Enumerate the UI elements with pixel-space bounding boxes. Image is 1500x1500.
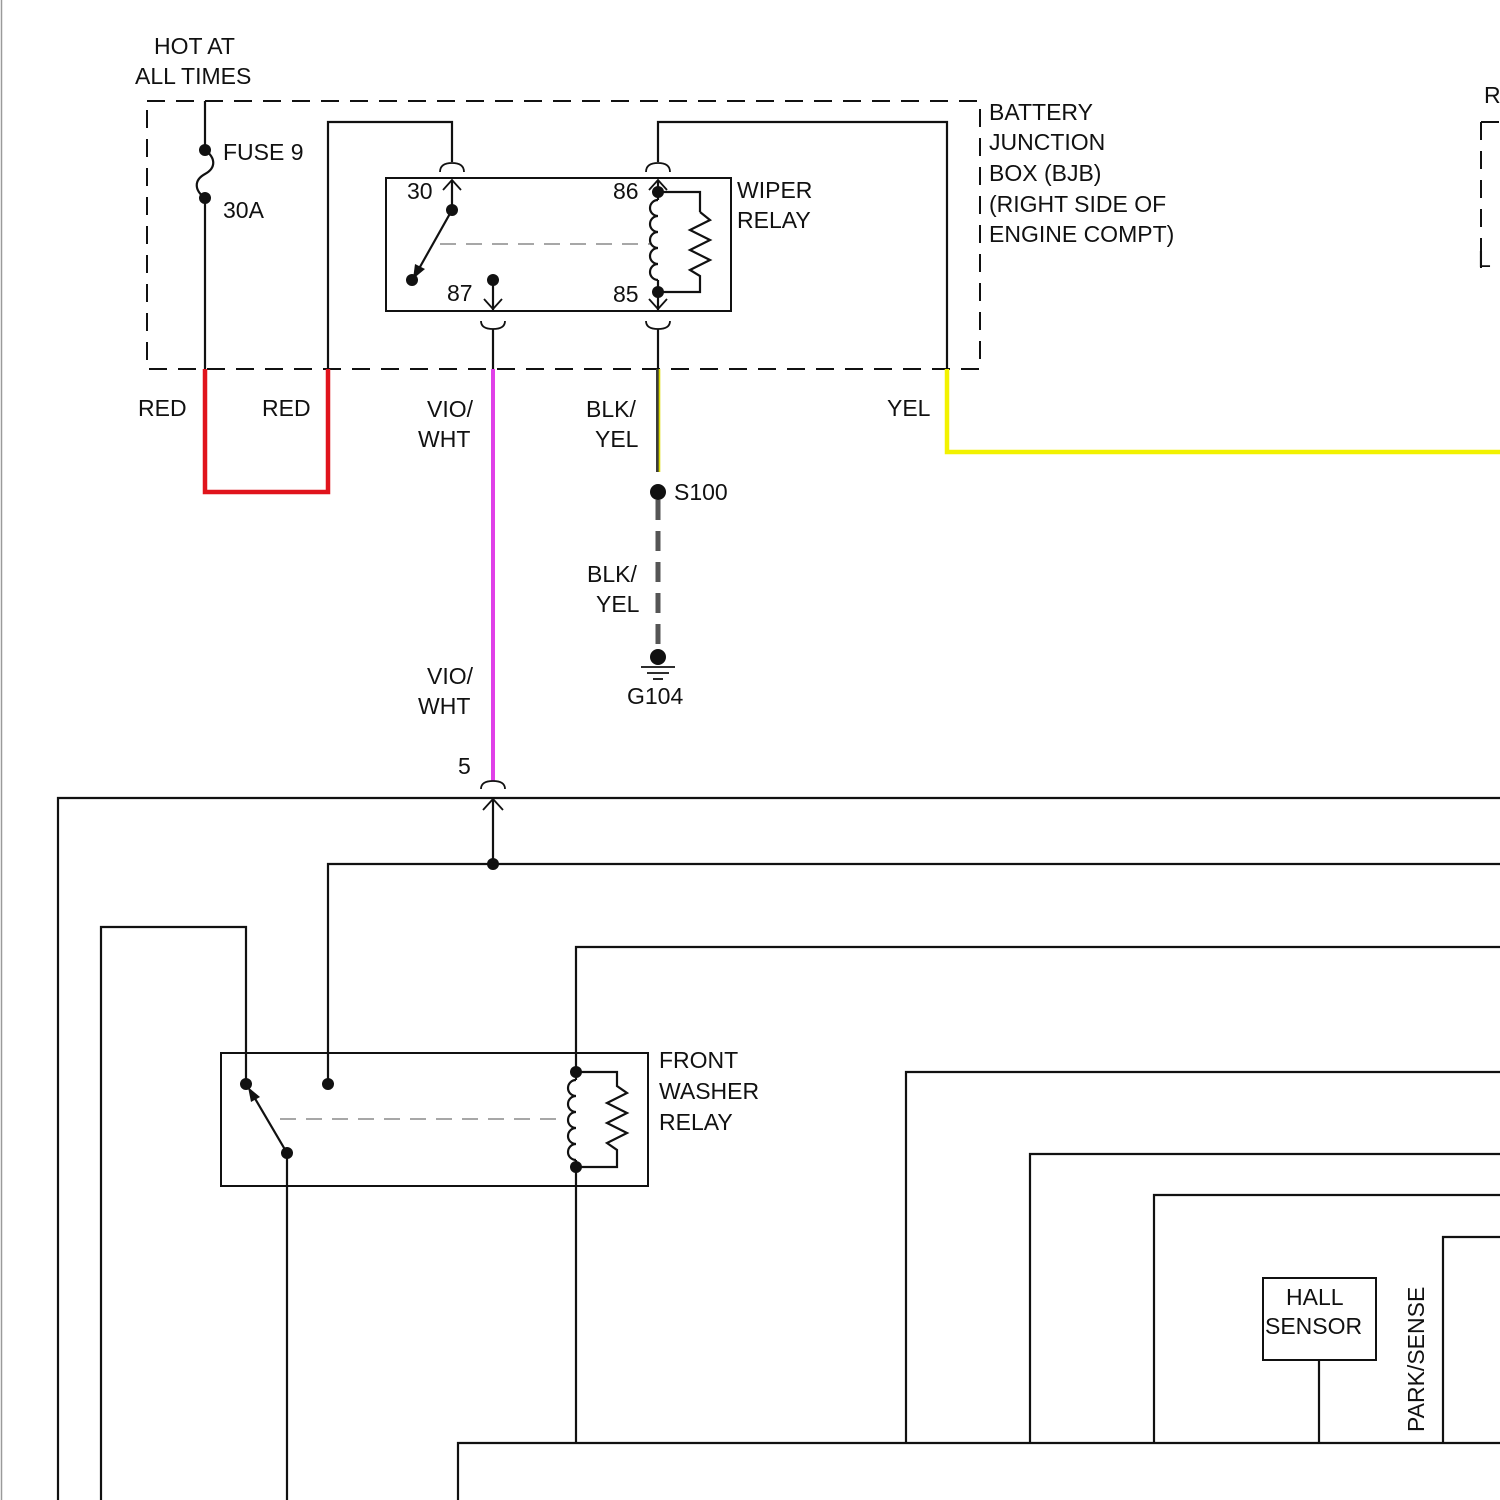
internal-feed-wire — [328, 864, 1500, 1084]
park-sense-label: PARK/SENSE — [1403, 1287, 1429, 1432]
blk-wire-label-top-line1: BLK/ — [586, 396, 636, 422]
bjb-label-line4: (RIGHT SIDE OF — [989, 191, 1166, 217]
module-outline — [58, 798, 1500, 1500]
washer-switch-contact-no — [322, 1078, 334, 1090]
splice-s100-dot — [650, 484, 666, 500]
blk-wire-label-top-line2: YEL — [595, 426, 639, 452]
pin87-connector-icon — [481, 321, 505, 329]
red-jumper-wire — [205, 369, 328, 492]
pin-85-label: 85 — [613, 281, 639, 307]
coil-resistor-wire — [658, 192, 700, 212]
washer-switch-contact-nc — [240, 1078, 252, 1090]
washer-relay-label-line2: WASHER — [659, 1078, 759, 1104]
coil-resistor-icon — [658, 212, 710, 292]
washer-switch-wire — [101, 927, 246, 1500]
vio-wire-label-bottom-line2: WHT — [418, 693, 470, 719]
ground-g104-label: G104 — [627, 683, 683, 709]
bjb-label-line3: BOX (BJB) — [989, 160, 1101, 186]
internal-wire-b — [1030, 1154, 1500, 1443]
internal-wire-d — [1443, 1237, 1500, 1443]
ground-symbol-icon — [641, 667, 675, 679]
wiper-relay-label-line1: WIPER — [737, 177, 812, 203]
vio-wire-label-top-line1: VIO/ — [427, 396, 474, 422]
supply-label-line2: ALL TIMES — [135, 63, 251, 89]
switch-pivot-contact — [406, 274, 418, 286]
bjb-label-line1: BATTERY — [989, 99, 1093, 125]
blk-wire-label-bottom-line1: BLK/ — [587, 561, 637, 587]
washer-relay-label-line1: FRONT — [659, 1047, 738, 1073]
edge-fragment-side-label: L — [1478, 246, 1491, 272]
blk-wire-label-bottom-line2: YEL — [596, 591, 640, 617]
bjb-label-line5: ENGINE COMPT) — [989, 221, 1174, 247]
connector-5-upper-icon — [481, 781, 505, 789]
washer-coil-resistor-icon — [576, 1072, 627, 1167]
washer-relay-coil-icon — [568, 1072, 576, 1167]
fuse-element-icon — [197, 150, 214, 198]
yellow-wire — [947, 369, 1500, 452]
red-wire-label-left: RED — [138, 395, 187, 421]
pin-30-label: 30 — [407, 178, 433, 204]
washer-switch-arrowhead-icon — [248, 1087, 260, 1102]
hall-sensor-label-line2: SENSOR — [1265, 1313, 1362, 1339]
wiper-relay-label-line2: RELAY — [737, 207, 811, 233]
wiper-relay-switch-arm — [416, 210, 452, 274]
pin85-connector-icon — [646, 321, 670, 329]
yel-wire-label: YEL — [887, 395, 931, 421]
vio-wire-label-bottom-line1: VIO/ — [427, 663, 474, 689]
vio-wire-label-top-line2: WHT — [418, 426, 470, 452]
inner-module-outline — [458, 1443, 1500, 1500]
supply-label-line1: HOT AT — [154, 33, 235, 59]
connector-pin-5-label: 5 — [458, 753, 471, 779]
pin-87-label: 87 — [447, 280, 473, 306]
pin30-feed-wire — [328, 122, 452, 369]
hall-sensor-label-line1: HALL — [1286, 1284, 1344, 1310]
fuse-rating-label: 30A — [223, 197, 265, 223]
splice-s100-label: S100 — [674, 479, 728, 505]
red-wire-label-right: RED — [262, 395, 311, 421]
pin30-connector-icon — [440, 163, 464, 172]
pin-86-label: 86 — [613, 178, 639, 204]
edge-fragment-top-label: R — [1484, 82, 1500, 108]
ground-g104-dot — [650, 649, 666, 665]
washer-relay-label-line3: RELAY — [659, 1109, 733, 1135]
pin86-connector-icon — [646, 163, 670, 172]
wiper-relay-coil-icon — [650, 192, 658, 292]
fuse-name-label: FUSE 9 — [223, 139, 304, 165]
bjb-label-line2: JUNCTION — [989, 129, 1105, 155]
